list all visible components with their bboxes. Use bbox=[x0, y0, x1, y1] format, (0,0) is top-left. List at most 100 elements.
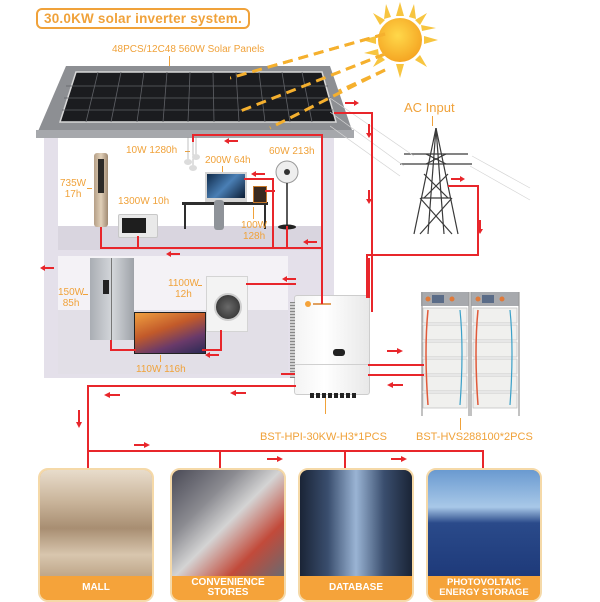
sunlight-rays-overlay bbox=[230, 32, 386, 130]
label-pointer bbox=[325, 398, 326, 414]
arrow-right-icon bbox=[391, 456, 407, 462]
card-caption: DATABASE bbox=[300, 576, 412, 600]
sun-icon bbox=[362, 2, 438, 78]
arrow-left-icon bbox=[303, 239, 317, 245]
flow-line bbox=[88, 385, 296, 387]
hybrid-inverter bbox=[290, 295, 370, 395]
desk bbox=[182, 202, 268, 205]
flow-line bbox=[100, 247, 322, 249]
label-pointer bbox=[83, 294, 88, 295]
flow-line bbox=[100, 227, 102, 248]
speaker-hours: 128h bbox=[242, 231, 266, 242]
inverter-connectors bbox=[310, 393, 356, 398]
arrow-right-icon bbox=[267, 456, 283, 462]
arrow-left-icon bbox=[282, 276, 296, 282]
fridge-power: 150W bbox=[58, 287, 85, 298]
standing-fan-icon bbox=[275, 160, 299, 230]
washer-hours: 12h bbox=[175, 289, 192, 300]
flow-line bbox=[366, 254, 368, 298]
solar-farm-image bbox=[428, 470, 540, 576]
mall-image bbox=[40, 470, 152, 576]
label-pointer bbox=[222, 166, 223, 172]
caption-line: ENERGY STORAGE bbox=[439, 587, 529, 598]
flow-line bbox=[366, 254, 479, 256]
arrow-left-icon bbox=[251, 171, 265, 177]
arrow-right-icon bbox=[387, 348, 403, 354]
speaker bbox=[253, 186, 267, 203]
power-lines bbox=[330, 97, 531, 201]
power-tower-icon bbox=[400, 128, 472, 235]
tower-ac-hours: 17h bbox=[64, 189, 82, 200]
flow-line bbox=[272, 178, 274, 248]
label-pointer bbox=[460, 418, 461, 430]
arrow-right-icon bbox=[134, 442, 150, 448]
arrow-left-icon bbox=[224, 138, 238, 144]
flow-line bbox=[371, 112, 373, 312]
card-caption: PHOTOVOLTAIC ENERGY STORAGE bbox=[428, 576, 540, 600]
application-card-database: DATABASE bbox=[298, 468, 414, 602]
label-pointer bbox=[432, 116, 433, 126]
arrow-right-icon bbox=[345, 100, 359, 106]
pendant-lamp-icon bbox=[184, 137, 200, 171]
application-card-mall: MALL bbox=[38, 468, 154, 602]
flow-line bbox=[368, 374, 424, 376]
flow-line bbox=[448, 185, 478, 187]
arrow-down-icon bbox=[366, 190, 372, 204]
flow-line bbox=[244, 178, 273, 180]
microwave bbox=[118, 214, 158, 238]
television bbox=[134, 312, 206, 354]
fan-label: 60W 213h bbox=[269, 146, 315, 157]
battery-rack bbox=[421, 292, 520, 416]
arrow-down-icon bbox=[76, 410, 82, 428]
flow-line bbox=[368, 364, 424, 366]
application-card-convenience-stores: CONVENIENCE STORES bbox=[170, 468, 286, 602]
flow-line bbox=[219, 450, 221, 476]
solar-panels-label: 48PCS/12C48 560W Solar Panels bbox=[112, 44, 265, 55]
tower-ac-label: 735W 17h bbox=[60, 178, 86, 200]
card-caption: MALL bbox=[40, 576, 152, 600]
arrow-left-icon bbox=[104, 392, 120, 398]
flow-line bbox=[192, 134, 322, 136]
computer-monitor bbox=[205, 172, 247, 203]
caption-line: PHOTOVOLTAIC bbox=[447, 577, 521, 588]
lamp-label: 10W 1280h bbox=[126, 145, 178, 156]
flow-line bbox=[137, 236, 139, 248]
upper-floor bbox=[58, 226, 322, 250]
store-image bbox=[172, 470, 284, 576]
flow-line bbox=[265, 190, 275, 192]
refrigerator bbox=[90, 258, 134, 340]
datacenter-image bbox=[300, 470, 412, 576]
flow-line bbox=[281, 373, 295, 375]
flow-line bbox=[192, 134, 194, 142]
arrow-down-icon bbox=[477, 220, 483, 234]
label-pointer bbox=[198, 285, 202, 286]
flow-line bbox=[482, 450, 484, 476]
card-caption: CONVENIENCE STORES bbox=[172, 576, 284, 600]
computer-label: 200W 64h bbox=[205, 155, 251, 166]
flow-line bbox=[321, 134, 323, 304]
arrow-left-icon bbox=[387, 382, 403, 388]
flow-line bbox=[344, 450, 346, 476]
flow-line bbox=[87, 385, 89, 477]
battery-label: BST-HVS288100*2PCS bbox=[416, 431, 533, 443]
flow-line bbox=[87, 450, 483, 452]
office-chair bbox=[214, 200, 224, 230]
arrow-left-icon bbox=[230, 390, 246, 396]
page-title: 30.0KW solar inverter system. bbox=[36, 8, 250, 29]
arrow-left-icon bbox=[40, 265, 54, 271]
application-card-pv-storage: PHOTOVOLTAIC ENERGY STORAGE bbox=[426, 468, 542, 602]
tower-ac-power: 735W bbox=[60, 178, 87, 189]
flow-line bbox=[334, 112, 372, 114]
fridge-label: 150W 85h bbox=[58, 287, 84, 309]
label-pointer bbox=[185, 151, 190, 152]
speaker-label: 100W 128h bbox=[241, 220, 267, 242]
flow-line bbox=[110, 349, 136, 351]
label-pointer bbox=[253, 207, 254, 219]
tv-label: 110W 116h bbox=[136, 364, 186, 375]
label-pointer bbox=[87, 188, 92, 189]
washing-machine bbox=[206, 276, 248, 332]
inverter-label: BST-HPI-30KW-H3*1PCS bbox=[260, 431, 387, 443]
arrow-right-icon bbox=[451, 176, 465, 182]
desk-leg bbox=[264, 205, 266, 229]
arrow-down-icon bbox=[366, 124, 372, 138]
